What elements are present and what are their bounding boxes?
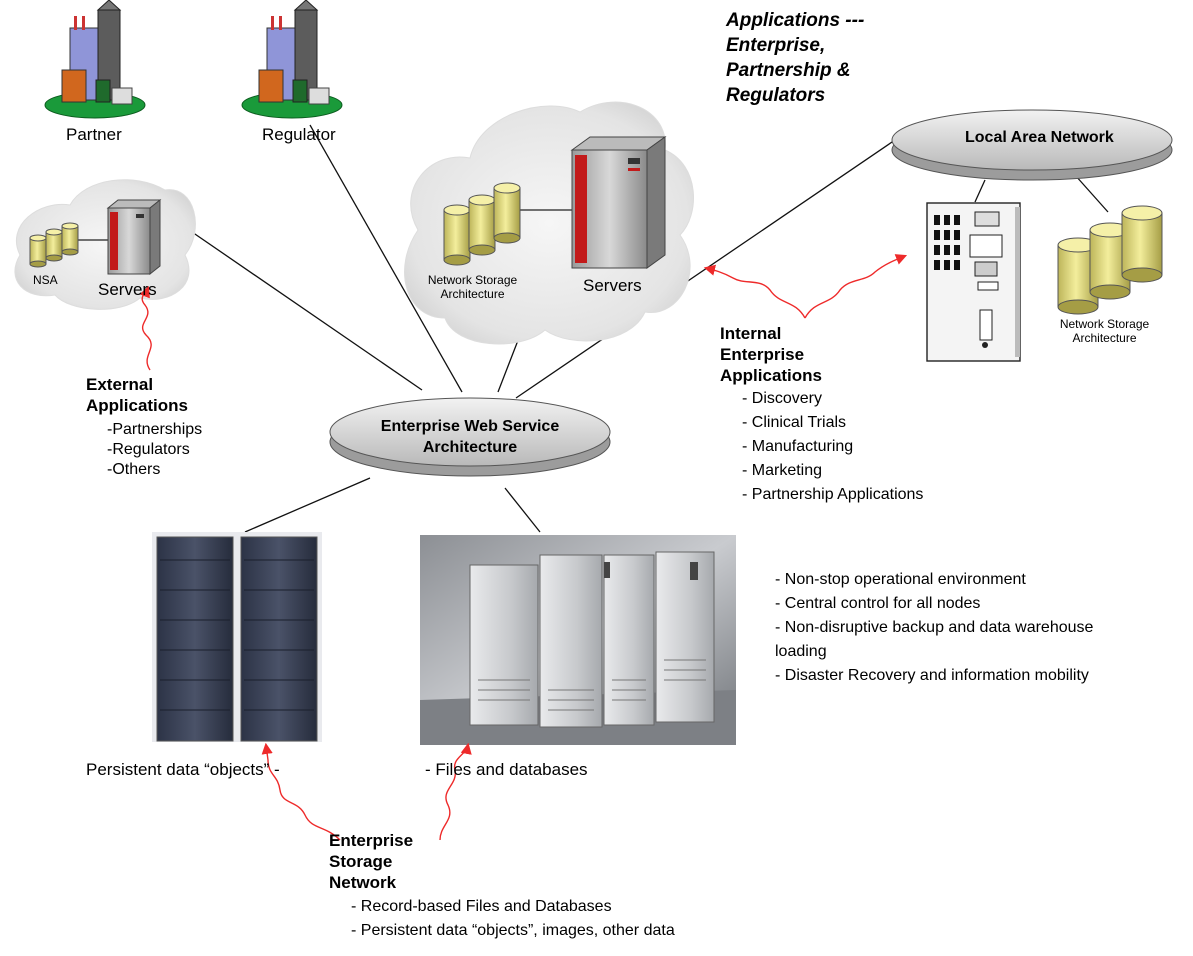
arrow-esn-to-racks	[261, 742, 341, 841]
external-heading-line-1: External	[86, 375, 154, 394]
title-line-2: Enterprise,	[726, 35, 826, 56]
ewsa-ellipse	[329, 397, 611, 477]
partner-label: Partner	[66, 125, 122, 144]
external-list: -Partnerships -Regulators -Others	[107, 420, 202, 480]
link-lan-storage	[1074, 174, 1109, 213]
internal-list: - Discovery - Clinical Trials - Manufact…	[742, 389, 923, 509]
esn-heading-line-2: Storage	[329, 852, 393, 871]
link-racks	[244, 477, 371, 533]
title-line-3: Partnership &	[726, 60, 851, 81]
storage-feature-item: - Non-disruptive backup and data warehou…	[775, 619, 1094, 636]
internal-heading-line-3: Applications	[720, 366, 823, 385]
lan-ellipse	[891, 109, 1173, 181]
regulator-label: Regulator	[262, 125, 336, 144]
nsa-right-label: Network Storage Architecture	[1042, 317, 1167, 345]
right-storage-cylinders-icon	[1057, 205, 1163, 315]
internal-item: - Manufacturing	[742, 438, 854, 455]
nsa-center-label-line-1: Network Storage	[427, 273, 518, 287]
nsa-small-label: NSA	[33, 273, 58, 287]
nsa-right-label-line-1: Network Storage	[1059, 317, 1150, 331]
ewsa-label-line-1: Enterprise Web Service	[380, 418, 560, 435]
nsa-center-label: Network Storage Architecture	[410, 273, 535, 301]
internal-item: - Clinical Trials	[742, 414, 847, 431]
internal-item: - Marketing	[742, 462, 823, 479]
external-item: -Others	[107, 461, 161, 478]
ewsa-label-line-2: Architecture	[422, 439, 518, 456]
esn-heading-line-3: Network	[329, 873, 397, 892]
arrow-internal-to-center	[703, 264, 806, 319]
lan-label: Local Area Network	[965, 129, 1114, 146]
esn-heading-line-1: Enterprise	[329, 831, 414, 850]
esn-item: - Record-based Files and Databases	[351, 898, 612, 915]
left-server-icon	[106, 198, 162, 276]
storage-feature-item: - Disaster Recovery and information mobi…	[775, 667, 1089, 684]
esn-item: - Persistent data “objects”, images, oth…	[351, 922, 675, 939]
esn-block: Enterprise Storage Network - Record-base…	[329, 830, 675, 945]
storage-feature-item: loading	[775, 643, 827, 660]
external-heading-line-2: Applications	[86, 396, 189, 415]
regulator-building-icon	[241, 0, 343, 119]
internal-item: - Partnership Applications	[742, 486, 924, 503]
storage-racks-icon	[152, 532, 322, 742]
right-tower-server-icon	[926, 202, 1021, 362]
esn-list: - Record-based Files and Databases - Per…	[351, 897, 675, 945]
nsa-right-label-line-2: Architecture	[1072, 331, 1137, 345]
arrow-esn-to-datacenter	[439, 742, 472, 841]
partner-building-icon	[44, 0, 146, 119]
left-storage-cylinders-icon	[29, 222, 108, 268]
datacenter-photo	[420, 535, 736, 745]
red-arrows	[139, 254, 908, 841]
internal-heading-line-2: Enterprise	[720, 345, 805, 364]
external-applications-block: External Applications -Partnerships -Reg…	[86, 374, 202, 480]
ewsa-label: Enterprise Web Service Architecture	[355, 416, 585, 458]
center-server-icon	[570, 136, 667, 269]
storage-feature-item: - Non-stop operational environment	[775, 571, 1026, 588]
nsa-center-label-line-2: Architecture	[440, 287, 505, 301]
storage-feature-item: - Central control for all nodes	[775, 595, 981, 612]
link-partner-servers	[191, 231, 423, 391]
arrow-external-to-servers	[139, 285, 152, 371]
link-datacenter	[504, 487, 541, 533]
servers-center-label: Servers	[583, 276, 642, 295]
internal-applications-block: Internal Enterprise Applications - Disco…	[720, 323, 923, 509]
arrow-internal-to-lan	[804, 254, 908, 319]
files-databases-caption: - Files and databases	[425, 760, 588, 779]
link-regulator	[309, 124, 463, 393]
internal-item: - Discovery	[742, 390, 823, 407]
storage-features-list: - Non-stop operational environment - Cen…	[775, 570, 1093, 690]
external-item: -Regulators	[107, 441, 190, 458]
persistent-objects-caption: Persistent data “objects” -	[86, 760, 280, 779]
center-storage-cylinders-icon	[443, 182, 572, 266]
link-lan-server	[974, 179, 986, 203]
title-line-4: Regulators	[726, 85, 826, 106]
diagram-title: Applications --- Enterprise, Partnership…	[726, 8, 864, 108]
external-item: -Partnerships	[107, 421, 203, 438]
servers-left-label: Servers	[98, 280, 157, 299]
title-line-1: Applications ---	[726, 10, 865, 31]
internal-heading-line-1: Internal	[720, 324, 782, 343]
